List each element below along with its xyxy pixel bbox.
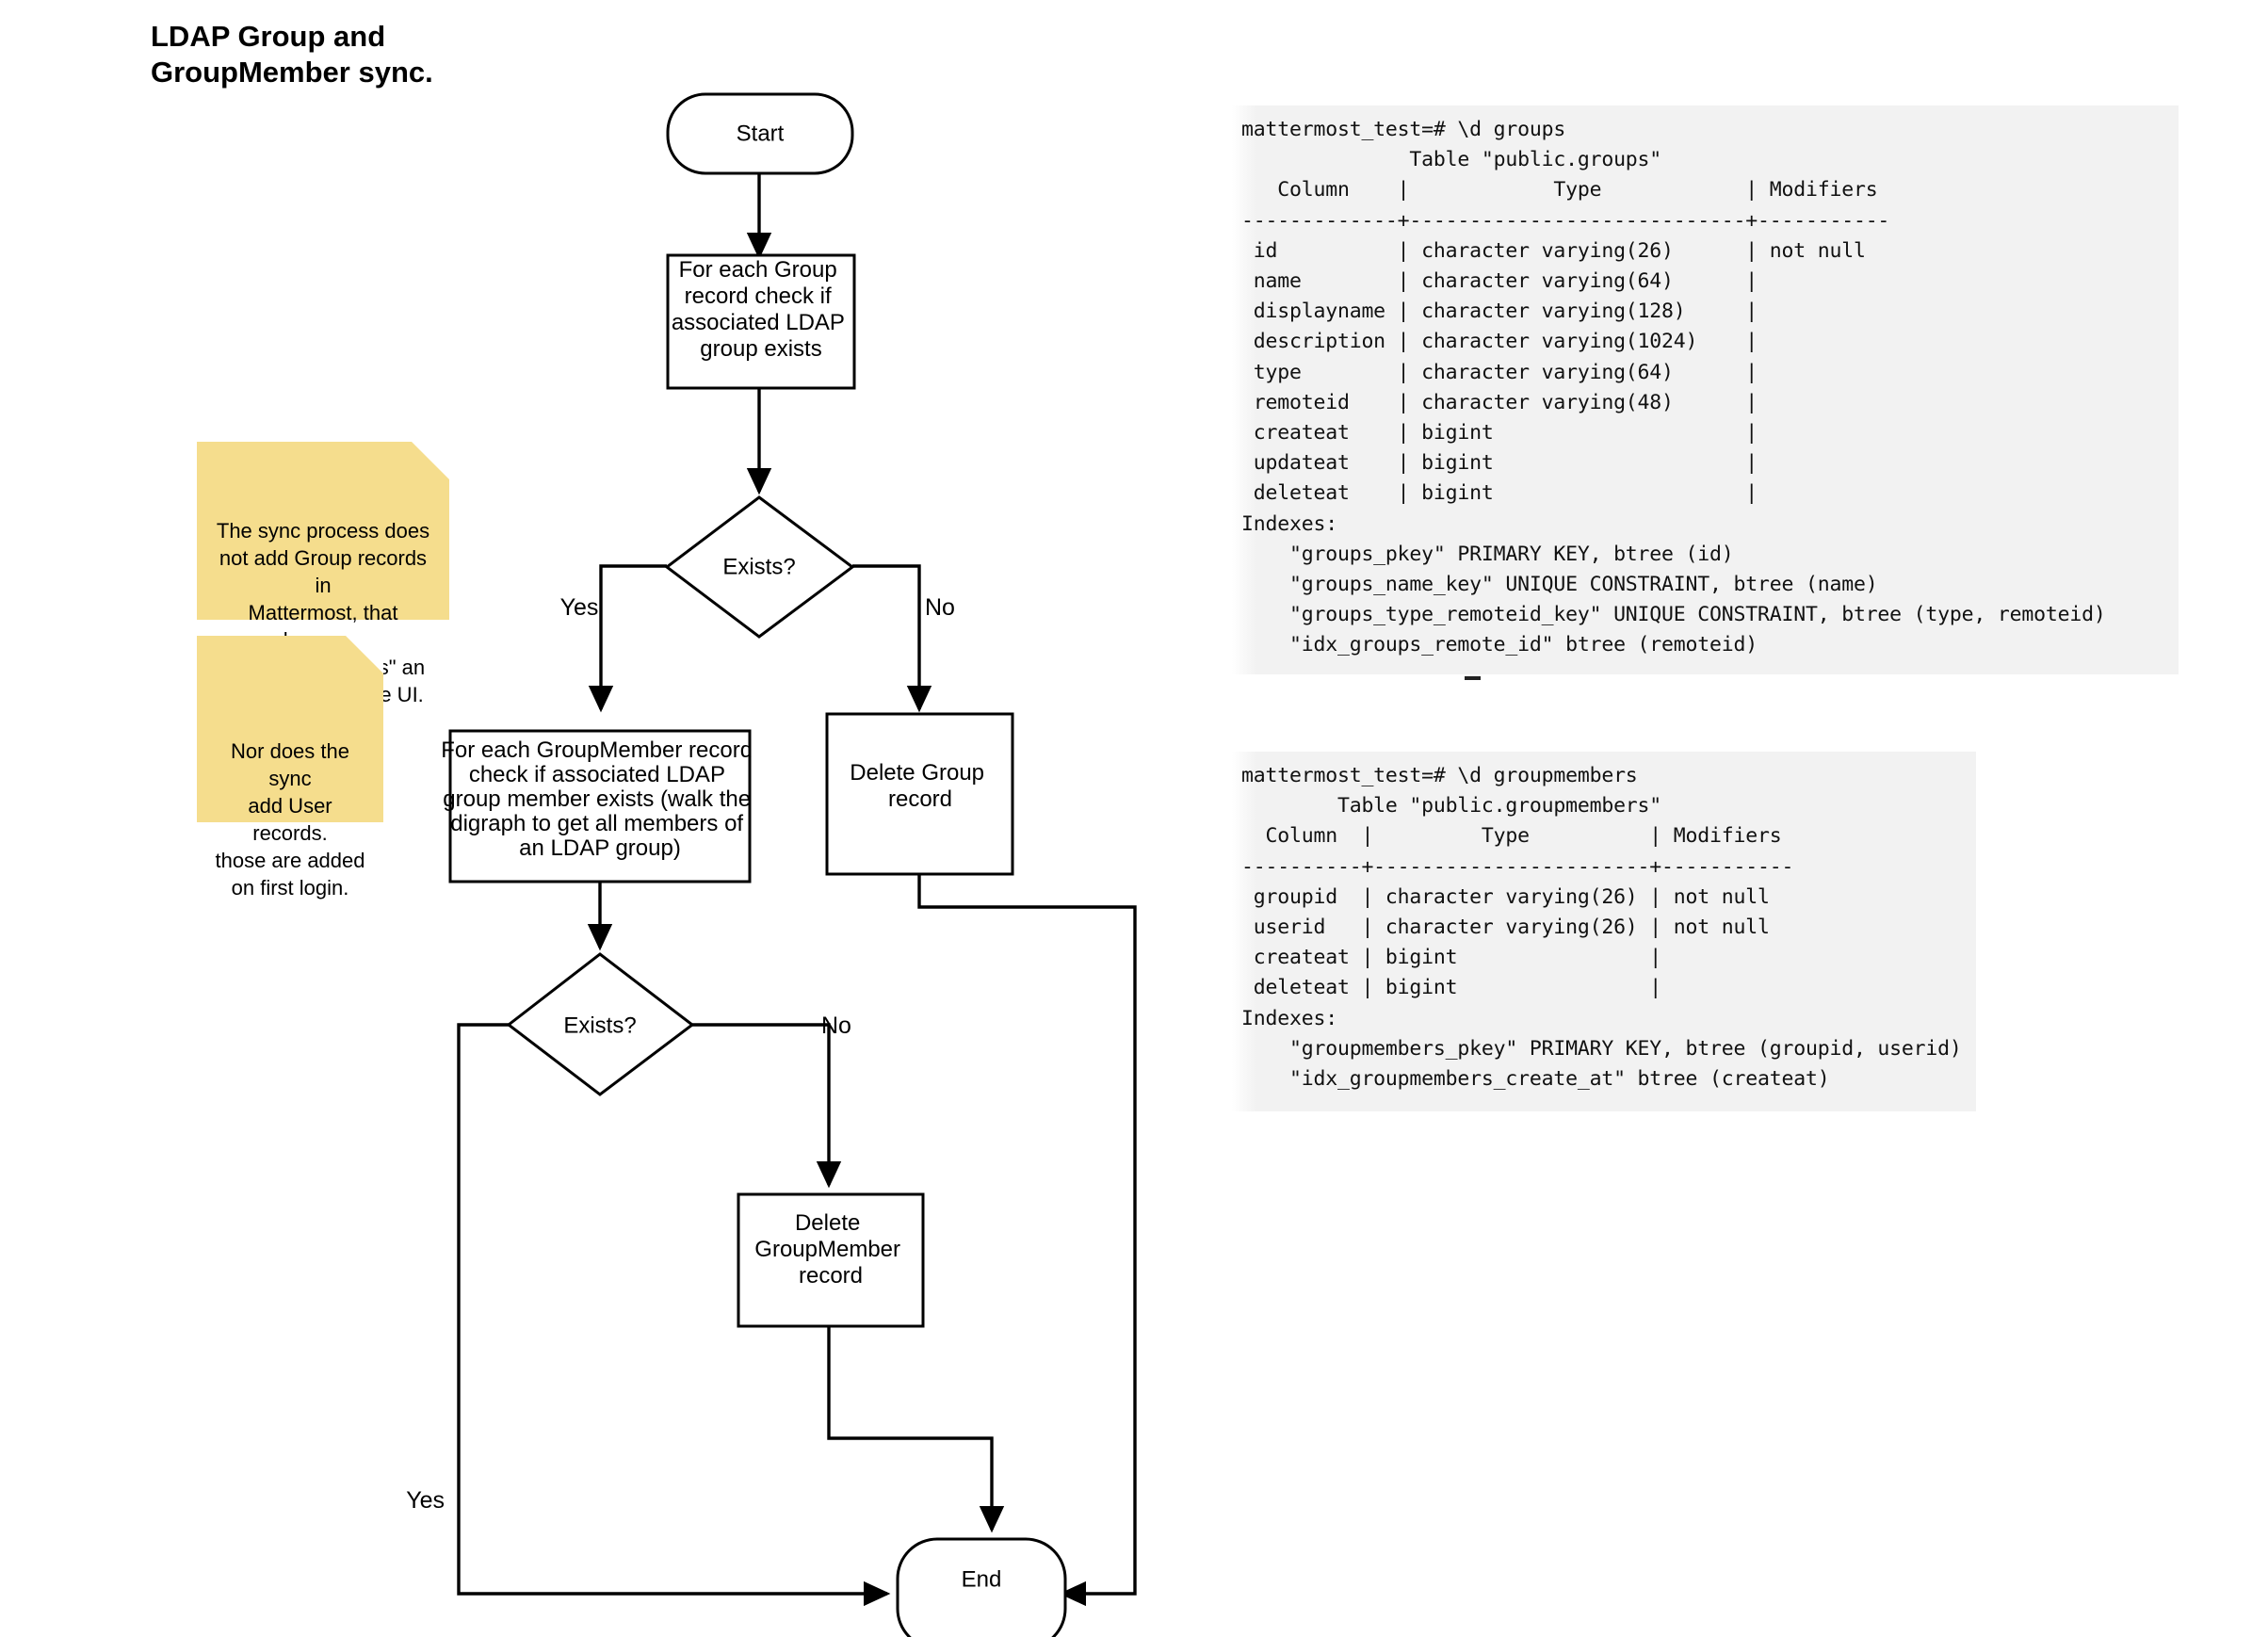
node-delete-groupmember[interactable]: Delete GroupMember record [737, 1192, 925, 1328]
node-end[interactable]: End [896, 1537, 1067, 1637]
svg-text:For each Group record ch: For each Group record check if associate… [672, 257, 850, 362]
node-exists-group[interactable]: Exists? [664, 495, 855, 639]
edge-delete-group-to-end [917, 874, 1137, 1607]
psql-groupmembers-output: mattermost_test=# \d groupmembers Table … [1232, 752, 1976, 1112]
node-exists-group-label: Exists? [722, 554, 795, 579]
edge-label-member-no: No [821, 1013, 851, 1039]
node-check-groupmember[interactable]: For each GroupMember record check if ass… [441, 729, 758, 883]
edge-exists-member-no [692, 1023, 842, 1189]
note-fold-icon [412, 442, 449, 479]
page-title: LDAP Group and GroupMember sync. [151, 20, 433, 89]
edge-exists-member-yes [457, 1023, 891, 1607]
edge-label-group-yes: Yes [560, 594, 599, 621]
edge-delete-member-to-end [827, 1326, 1005, 1533]
edge-exists-group-no [852, 564, 932, 713]
edge-exists-group-yes [588, 564, 667, 713]
svg-text:Delete Group record: Delete Group record [850, 760, 990, 812]
node-exists-groupmember[interactable]: Exists? [506, 952, 695, 1096]
node-exists-groupmember-label: Exists? [563, 1013, 636, 1038]
node-end-label: End [962, 1566, 1002, 1592]
note-sync-no-user-add-text: Nor does the sync add User records. thos… [215, 739, 365, 900]
edge-label-group-no: No [925, 594, 955, 621]
node-start[interactable]: Start [666, 92, 854, 175]
note-fold-icon [346, 636, 383, 673]
flowchart-canvas: Start For each Group record check if ass… [406, 92, 1137, 1637]
node-check-group[interactable]: For each Group record check if associate… [666, 253, 856, 390]
psql-groups-output: mattermost_test=# \d groups Table "publi… [1232, 105, 2179, 674]
svg-text:For each GroupMember record: For each GroupMember record check if ass… [441, 737, 758, 861]
svg-text:Delete GroupMember: Delete GroupMember record [754, 1210, 906, 1289]
node-delete-group[interactable]: Delete Group record [825, 712, 1014, 876]
note-sync-no-group-add: The sync process does not add Group reco… [197, 442, 449, 706]
note-sync-no-user-add: Nor does the sync add User records. thos… [197, 636, 383, 900]
terminal-cursor [1465, 676, 1481, 680]
edge-label-member-yes: Yes [406, 1487, 445, 1514]
node-start-label: Start [737, 121, 785, 146]
